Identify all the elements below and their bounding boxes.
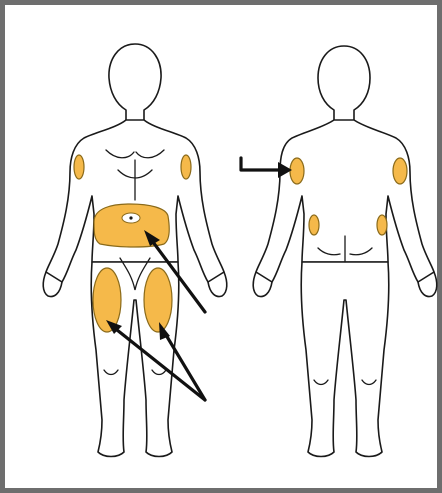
arrow-to-back-arm (241, 158, 282, 170)
back-body (253, 46, 437, 457)
back-head (318, 46, 370, 124)
front-left-thigh-site (144, 268, 172, 332)
front-right-arm-site (74, 155, 84, 179)
back-left-arm-site (393, 158, 407, 184)
front-right-thigh-site (93, 268, 121, 332)
front-head (109, 44, 161, 124)
front-torso (46, 120, 224, 283)
back-legs (301, 262, 389, 457)
back-right-arm-site (290, 158, 304, 184)
back-left-flank-site (377, 215, 387, 235)
navel-icon (129, 216, 132, 219)
back-right-flank-site (309, 215, 319, 235)
front-left-arm-site (181, 155, 191, 179)
